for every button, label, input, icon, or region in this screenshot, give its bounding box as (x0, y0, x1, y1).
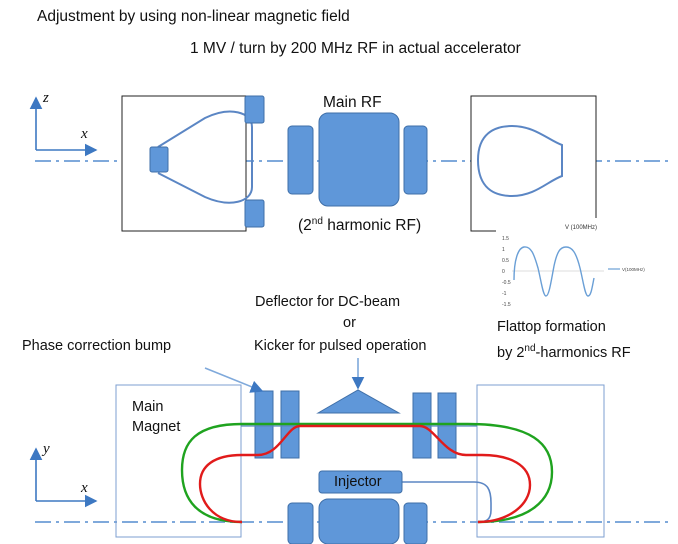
main-rf-cavity (318, 112, 400, 207)
top-left-magnet-box (121, 95, 247, 232)
main-rf-left-plate (287, 125, 314, 195)
injector-label: Injector (334, 474, 382, 490)
injector-block (318, 470, 403, 494)
flattop-line2-sup: nd (524, 343, 536, 354)
bottom-rf-cavity (318, 498, 400, 544)
inset-ytick-1: 1 (502, 247, 505, 253)
inset-ytick-0: 1.5 (502, 236, 509, 242)
page-title: Adjustment by using non-linear magnetic … (37, 8, 350, 25)
harmonic-rf-label: (2nd harmonic RF) (298, 213, 421, 235)
bottom-x-axis-label: x (81, 480, 88, 496)
inset-title: V (100MHz) (565, 225, 597, 231)
flattop-label-line1: Flattop formation (497, 319, 606, 335)
inset-ytick-4: -0.5 (502, 280, 511, 286)
flattop-waveform-inset: V (100MHz) 1.5 1 0.5 0 -0.5 -1 -1.5 V(10… (496, 218, 674, 316)
deflector-label-line2: Kicker for pulsed operation (254, 338, 427, 354)
main-rf-label: Main RF (323, 94, 382, 111)
inset-legend-label: V(100MHz) (622, 267, 645, 272)
deflector-label-line1: Deflector for DC-beam (255, 294, 401, 310)
flattop-waveform-svg: V (100MHz) 1.5 1 0.5 0 -0.5 -1 -1.5 V(10… (502, 225, 645, 308)
bottom-rf-right-plate (403, 502, 428, 544)
bottom-left-magnet-box (115, 384, 242, 538)
main-rf-right-plate (403, 125, 428, 195)
phase-bump-label: Phase correction bump (22, 338, 172, 354)
inset-ytick-5: -1 (502, 291, 507, 297)
top-left-injector-block (149, 146, 169, 173)
flattop-line2-suffix: -harmonics RF (535, 344, 631, 361)
top-z-axis-label: z (43, 90, 49, 106)
bottom-rf-left-plate (287, 502, 314, 544)
main-magnet-label-line2: Magnet (132, 419, 181, 435)
harmonic-rf-suffix: harmonic RF) (322, 217, 422, 235)
flattop-label-line2: by 2nd-harmonics RF (497, 340, 631, 362)
harmonic-rf-prefix: (2 (298, 217, 312, 235)
bottom-right-magnet-box (476, 384, 605, 538)
kicker-deflector (316, 389, 401, 414)
inset-ytick-6: -1.5 (502, 302, 511, 308)
top-right-magnet-box (470, 95, 597, 232)
green-orbit (180, 422, 554, 524)
red-orbit (198, 424, 532, 524)
top-left-orbit (157, 110, 253, 204)
top-right-orbit (476, 124, 563, 198)
top-left-lower-block (244, 199, 265, 228)
top-left-upper-block (244, 95, 265, 124)
flattop-line2-prefix: by 2 (497, 344, 525, 361)
top-x-axis-label: x (81, 126, 88, 142)
phase-bump-arrow (204, 367, 264, 393)
page-subtitle: 1 MV / turn by 200 MHz RF in actual acce… (190, 40, 521, 57)
inset-waveform-curve (513, 246, 595, 297)
bottom-y-axis-label: y (43, 441, 50, 457)
inset-ytick-3: 0 (502, 269, 505, 275)
harmonic-rf-sup: nd (311, 216, 323, 227)
main-magnet-label-line1: Main (132, 399, 164, 415)
deflector-or-label: or (343, 315, 356, 331)
inset-ytick-2: 0.5 (502, 258, 509, 264)
